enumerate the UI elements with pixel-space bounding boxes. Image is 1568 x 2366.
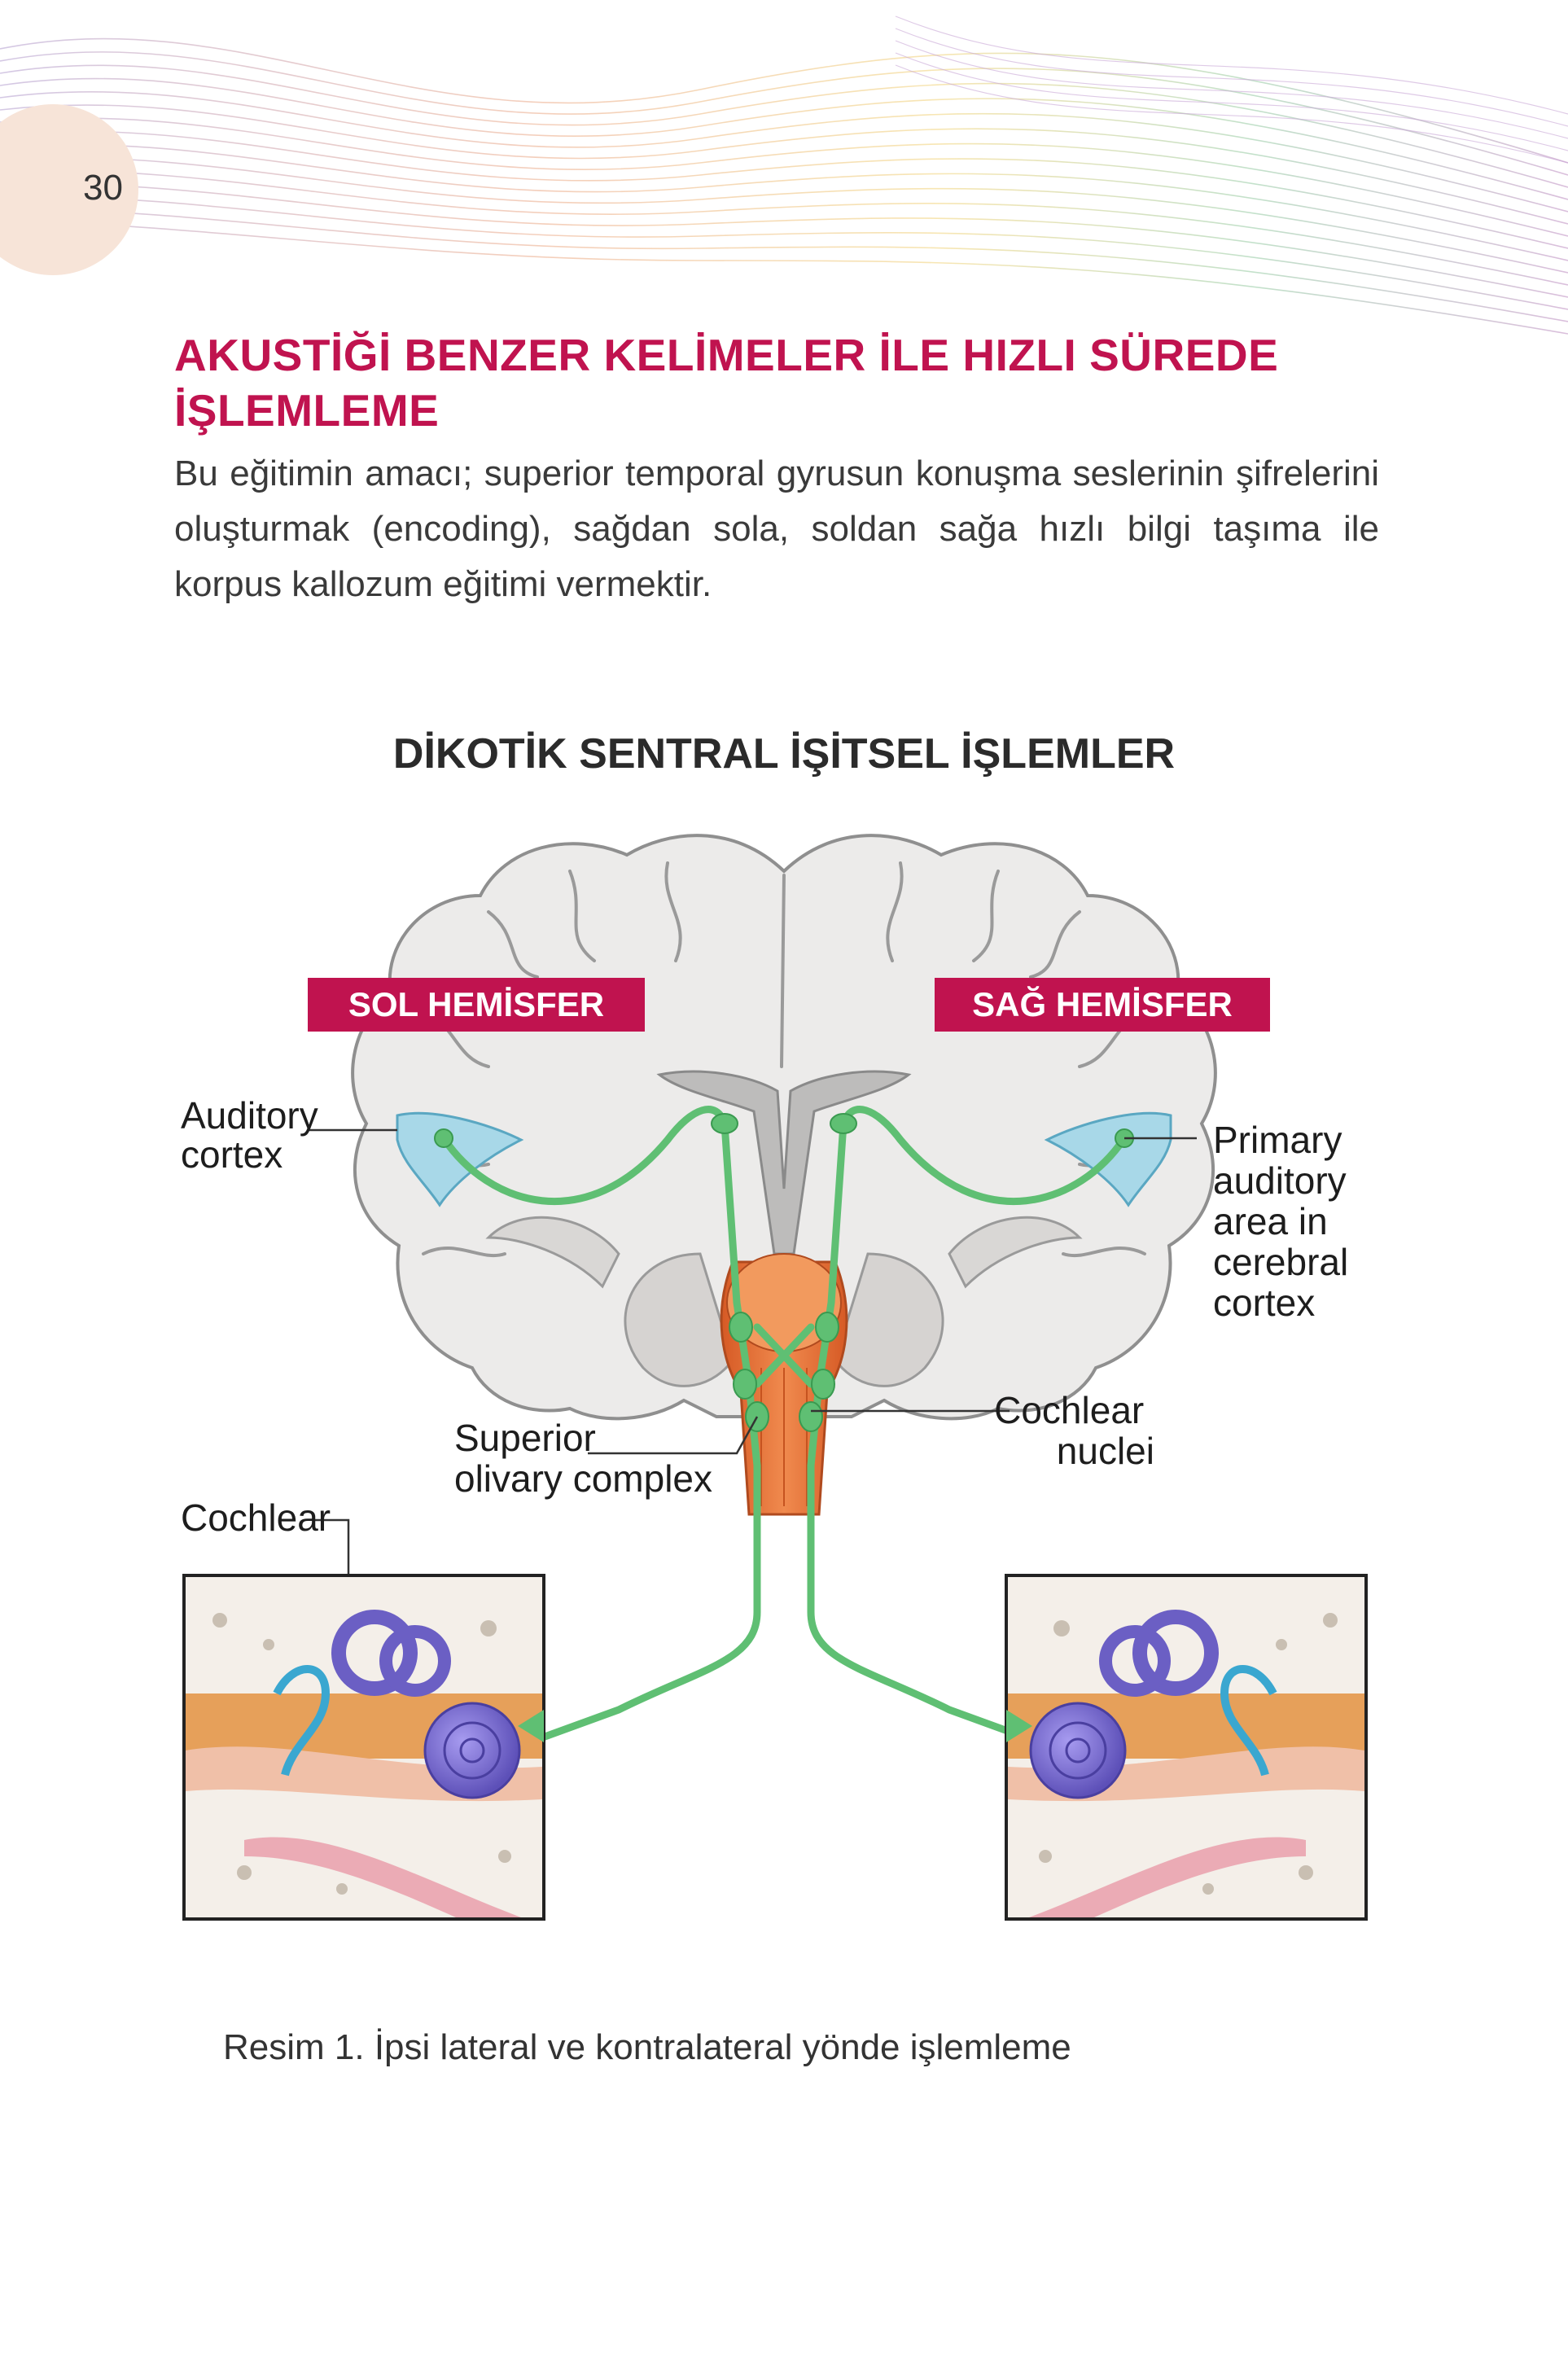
left-hemisphere-label: SOL HEMİSFER — [348, 985, 604, 1023]
auditory-pathway-diagram: SOL HEMİSFER SAĞ HEMİSFER Auditory corte… — [181, 834, 1368, 1921]
figure-caption: Resim 1. İpsi lateral ve kontralateral y… — [223, 2027, 1071, 2067]
section-body: Bu eğitimin amacı; superior temporal gyr… — [174, 453, 1379, 604]
right-hemisphere-label-box — [935, 978, 1270, 1032]
page-number-tab — [0, 104, 138, 275]
superior-olivary-complex-label: Superior olivary complex — [454, 1417, 712, 1500]
right-hemisphere-label: SAĞ HEMİSFER — [972, 985, 1233, 1023]
page-number: 30 — [83, 168, 123, 208]
primary-auditory-area-label: Primary auditory area in cerebral cortex — [1213, 1119, 1359, 1324]
left-inner-ear-panel — [182, 1574, 545, 1921]
figure-title: DİKOTİK SENTRAL İŞİTSEL İŞLEMLER — [392, 730, 1176, 778]
cochlear-nuclei-label: Cochlear nuclei — [994, 1389, 1154, 1472]
section-title: AKUSTİĞİ BENZER KELİMELER İLE HIZLI SÜRE… — [174, 330, 1279, 436]
cochlear-label: Cochlear — [181, 1496, 331, 1539]
decorative-wave-background — [0, 15, 1568, 335]
auditory-pathways — [440, 1106, 1128, 1746]
left-hemisphere-label-box — [308, 978, 645, 1032]
right-inner-ear-panel — [1005, 1574, 1368, 1921]
auditory-cortex-label: Auditory cortex — [181, 1094, 329, 1176]
